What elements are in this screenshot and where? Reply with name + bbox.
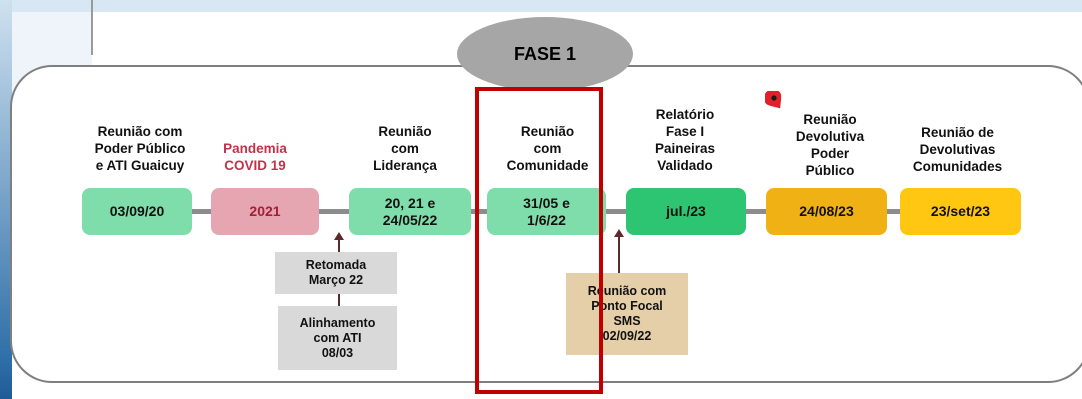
arrow-line-ponto-focal xyxy=(618,235,620,273)
top-banner xyxy=(0,0,1082,12)
milestone-label-6: Reunião Devolutiva Poder Público xyxy=(795,112,865,178)
arrow-head-retomada xyxy=(334,232,344,240)
phase-title: FASE 1 xyxy=(457,17,633,91)
milestone-date-5: jul./23 xyxy=(626,188,746,235)
note-alinhamento: Alinhamento com ATI 08/03 xyxy=(278,306,397,370)
map-pin-icon xyxy=(765,91,782,109)
divider-line xyxy=(91,0,93,55)
milestone-date-4: 31/05 e 1/6/22 xyxy=(487,188,606,235)
note-ponto-focal: Reunião com Ponto Focal SMS 02/09/22 xyxy=(566,273,688,355)
milestone-date-7: 23/set/23 xyxy=(900,188,1021,235)
milestone-label-3: Reunião com Liderança xyxy=(373,124,437,173)
note-retomada: Retomada Março 22 xyxy=(275,252,397,294)
left-banner xyxy=(0,0,12,399)
milestone-label-4: Reunião com Comunidade xyxy=(506,124,589,173)
milestone-date-2: 2021 xyxy=(211,188,319,235)
milestone-label-1: Reunião com Poder Público e ATI Guaicuy xyxy=(94,124,186,173)
arrow-head-ponto-focal xyxy=(614,229,624,237)
highlight-box xyxy=(475,87,603,394)
milestone-date-6: 24/08/23 xyxy=(766,188,887,235)
milestone-label-2: Pandemia COVID 19 xyxy=(223,141,287,173)
milestone-date-1: 03/09/20 xyxy=(82,188,192,235)
milestone-label-7: Reunião de Devolutivas Comunidades xyxy=(912,125,1003,174)
milestone-label-5: Relatório Fase I Paineiras Validado xyxy=(654,107,716,173)
milestone-date-3: 20, 21 e 24/05/22 xyxy=(349,188,471,235)
arrow-line-retomada xyxy=(338,238,340,252)
connector-alinhamento xyxy=(338,294,340,306)
